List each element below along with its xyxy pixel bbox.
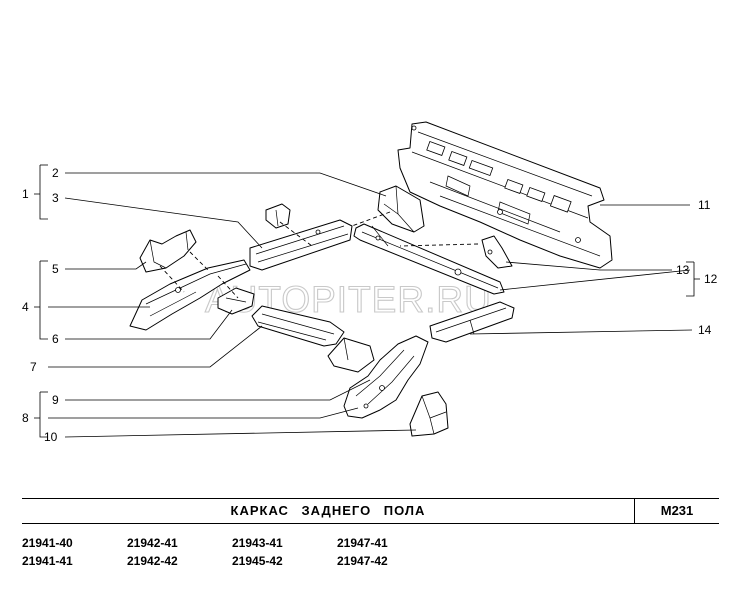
- part-10-bracket: [409, 391, 449, 437]
- model-code: 21941-41: [22, 554, 73, 568]
- callout-12: 12: [704, 272, 718, 286]
- model-code: 21947-42: [337, 554, 388, 568]
- model-code: 21947-41: [337, 536, 388, 550]
- parts-diagram: AUTOPITER.RU: [22, 121, 718, 444]
- callout-5: 5: [52, 262, 59, 276]
- callout-1: 1: [22, 187, 29, 201]
- part-3-bracket: [265, 203, 291, 229]
- callout-11: 11: [698, 198, 711, 212]
- part-7-rail: [251, 305, 345, 347]
- part-5-bracket: [139, 229, 197, 273]
- callout-4: 4: [22, 300, 29, 314]
- callout-6: 6: [52, 332, 59, 346]
- part-12-cross-member: [353, 223, 505, 295]
- model-code: 21945-42: [232, 554, 283, 568]
- part-14-side-rail: [429, 301, 515, 343]
- callout-13: 13: [676, 263, 690, 277]
- part-9-inner-rail: [343, 335, 429, 419]
- model-code: 21942-41: [127, 536, 178, 550]
- part-11-rear-panel: [397, 121, 613, 269]
- callout-10: 10: [44, 430, 58, 444]
- part-9-bracket: [327, 337, 375, 373]
- part-2-bracket: [377, 185, 425, 233]
- callout-7: 7: [30, 360, 37, 374]
- part-4-longitudinal-rail: [129, 259, 251, 331]
- callout-9: 9: [52, 393, 59, 407]
- part-1-cross-member: [249, 219, 353, 271]
- callout-8: 8: [22, 411, 29, 425]
- title-bar: КАРКАС ЗАДНЕГО ПОЛА M231: [22, 498, 719, 524]
- part-13-bracket: [481, 235, 513, 269]
- model-code: 21941-40: [22, 536, 73, 550]
- title-divider: [634, 499, 635, 523]
- model-list: 21941-40 21942-41 21943-41 21947-41 2194…: [22, 536, 442, 569]
- model-code: 21943-41: [232, 536, 283, 550]
- model-code: 21942-42: [127, 554, 178, 568]
- callout-14: 14: [698, 323, 712, 337]
- diagram-title: КАРКАС ЗАДНЕГО ПОЛА: [230, 503, 426, 518]
- diagram-code: M231: [660, 503, 694, 518]
- part-6-reinforcement: [217, 287, 255, 315]
- callout-2: 2: [52, 166, 59, 180]
- callout-3: 3: [52, 191, 59, 205]
